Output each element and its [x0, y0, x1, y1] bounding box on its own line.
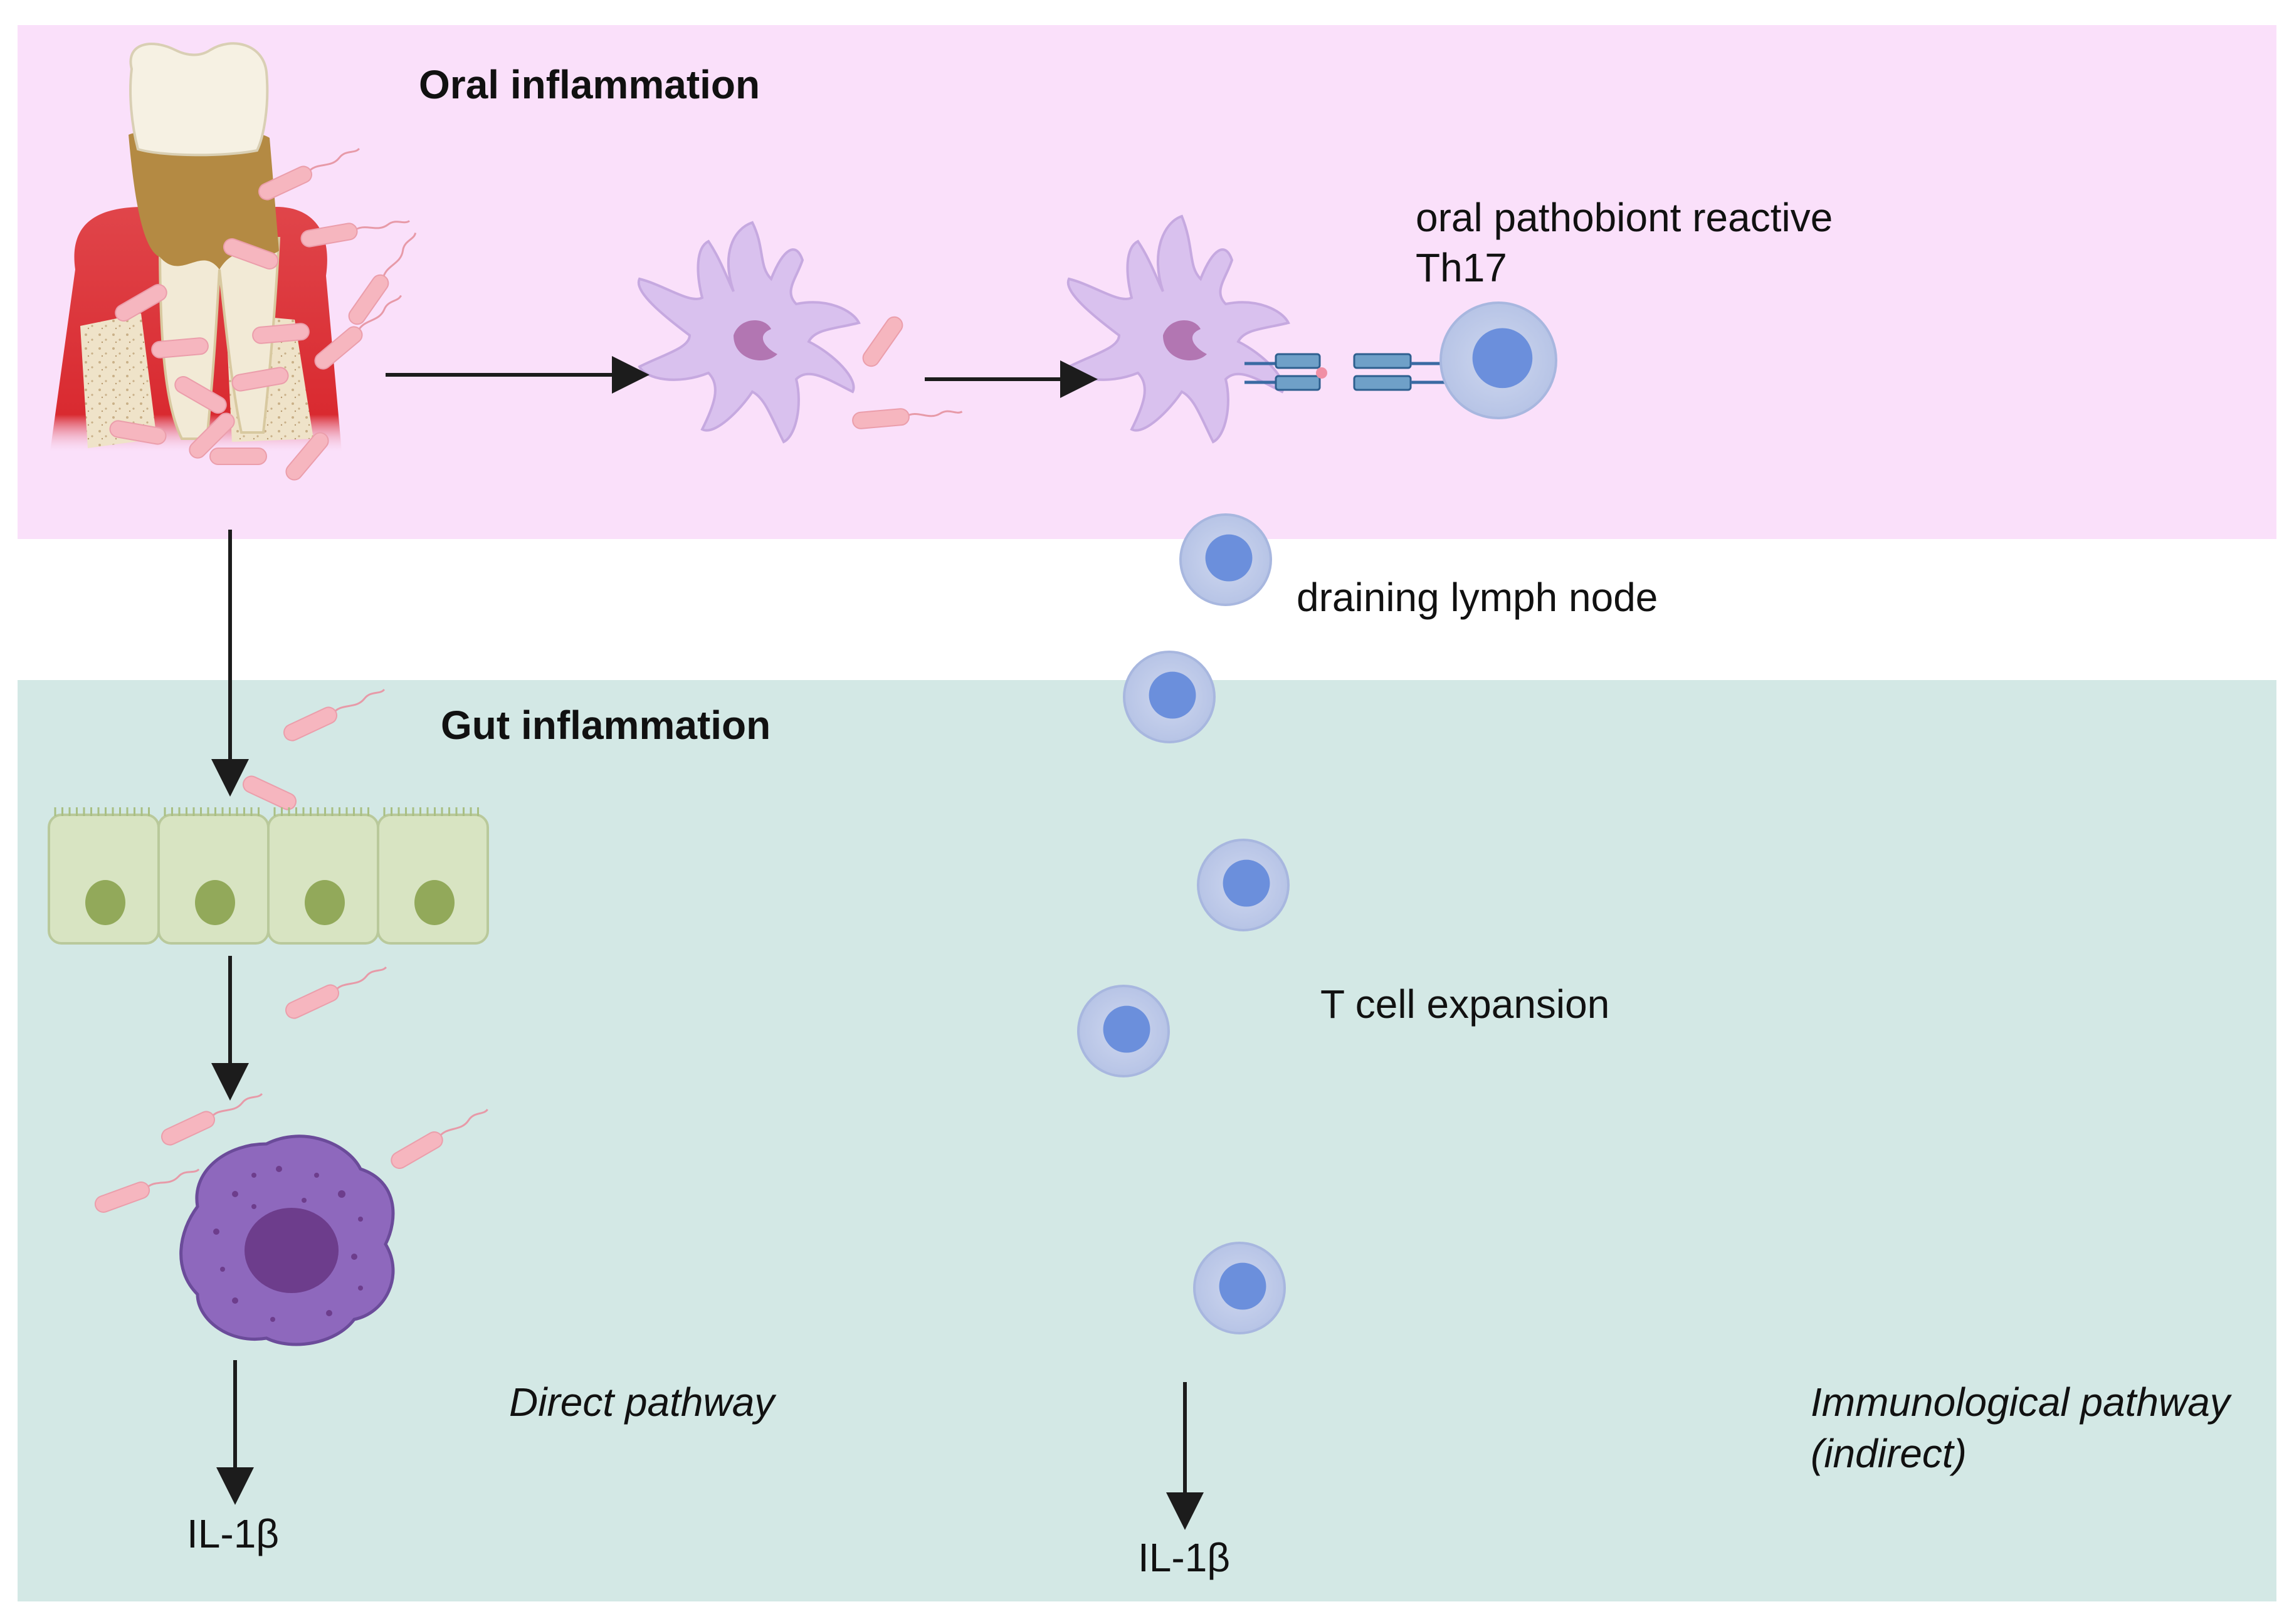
bacteria-icon: [189, 412, 235, 459]
gut-panel-title: Gut inflammation: [441, 703, 771, 748]
bacteria-icon: [300, 220, 410, 248]
th17-label-line1: oral pathobiont reactive: [1416, 195, 1833, 240]
epithelial-cell-icon: [48, 807, 160, 945]
tooth-icon: [50, 42, 342, 451]
bacteria-icon: [283, 688, 385, 741]
bacteria-icon: [209, 448, 267, 465]
bacteria-icon: [852, 408, 963, 429]
bacteria-icon: [231, 367, 289, 392]
bacteria-icon: [160, 1092, 263, 1146]
expansion-label: T cell expansion: [1320, 982, 1610, 1027]
bacteria-icon: [151, 337, 209, 359]
bacteria-group: [94, 147, 963, 1213]
bacteria-icon: [115, 284, 167, 322]
t-cell-icon: [1123, 651, 1216, 743]
bacteria-icon: [391, 1108, 488, 1169]
t-cell-icon: [1077, 985, 1170, 1077]
t-cell-icon: [1197, 839, 1290, 931]
epithelial-cell-icon: [48, 807, 489, 945]
bacteria-icon: [252, 323, 310, 344]
il1b-label-direct: IL-1β: [187, 1511, 280, 1556]
t-cell-group: [1077, 301, 1557, 1334]
il1b-label-indirect: IL-1β: [1138, 1535, 1231, 1580]
t-cell-icon: [1179, 513, 1272, 606]
bacteria-icon: [348, 233, 417, 325]
bacteria-icon: [223, 238, 279, 270]
epithelial-cell-icon: [267, 807, 379, 945]
lymph-node-label: draining lymph node: [1297, 575, 1658, 620]
bacteria-icon: [109, 420, 167, 445]
arrows: [211, 356, 1204, 1530]
oral-panel-title: Oral inflammation: [419, 62, 760, 107]
indirect-pathway-label-line2: (indirect): [1811, 1431, 1967, 1476]
epithelial-cell-icon: [157, 807, 270, 945]
th17-label-line2: Th17: [1416, 245, 1507, 290]
direct-pathway-label: Direct pathway: [509, 1380, 775, 1425]
receptor-complex-icon: [1244, 353, 1461, 391]
bacteria-icon: [285, 432, 329, 481]
t-cell-icon: [1439, 301, 1557, 419]
t-cell-icon: [1193, 1242, 1286, 1334]
indirect-pathway-label-line1: Immunological pathway: [1811, 1380, 2230, 1425]
bacteria-icon: [862, 316, 903, 367]
bacteria-icon: [94, 1168, 200, 1213]
dendritic-cell-icon: [1066, 214, 1290, 444]
bacteria-icon: [258, 147, 360, 201]
bacteria-icon: [174, 376, 227, 414]
bacteria-icon: [285, 966, 387, 1019]
epithelial-cell-icon: [377, 807, 489, 945]
macrophage-icon: [179, 1134, 395, 1346]
dendritic-cell-icon: [637, 221, 861, 444]
bacteria-icon: [314, 295, 402, 370]
